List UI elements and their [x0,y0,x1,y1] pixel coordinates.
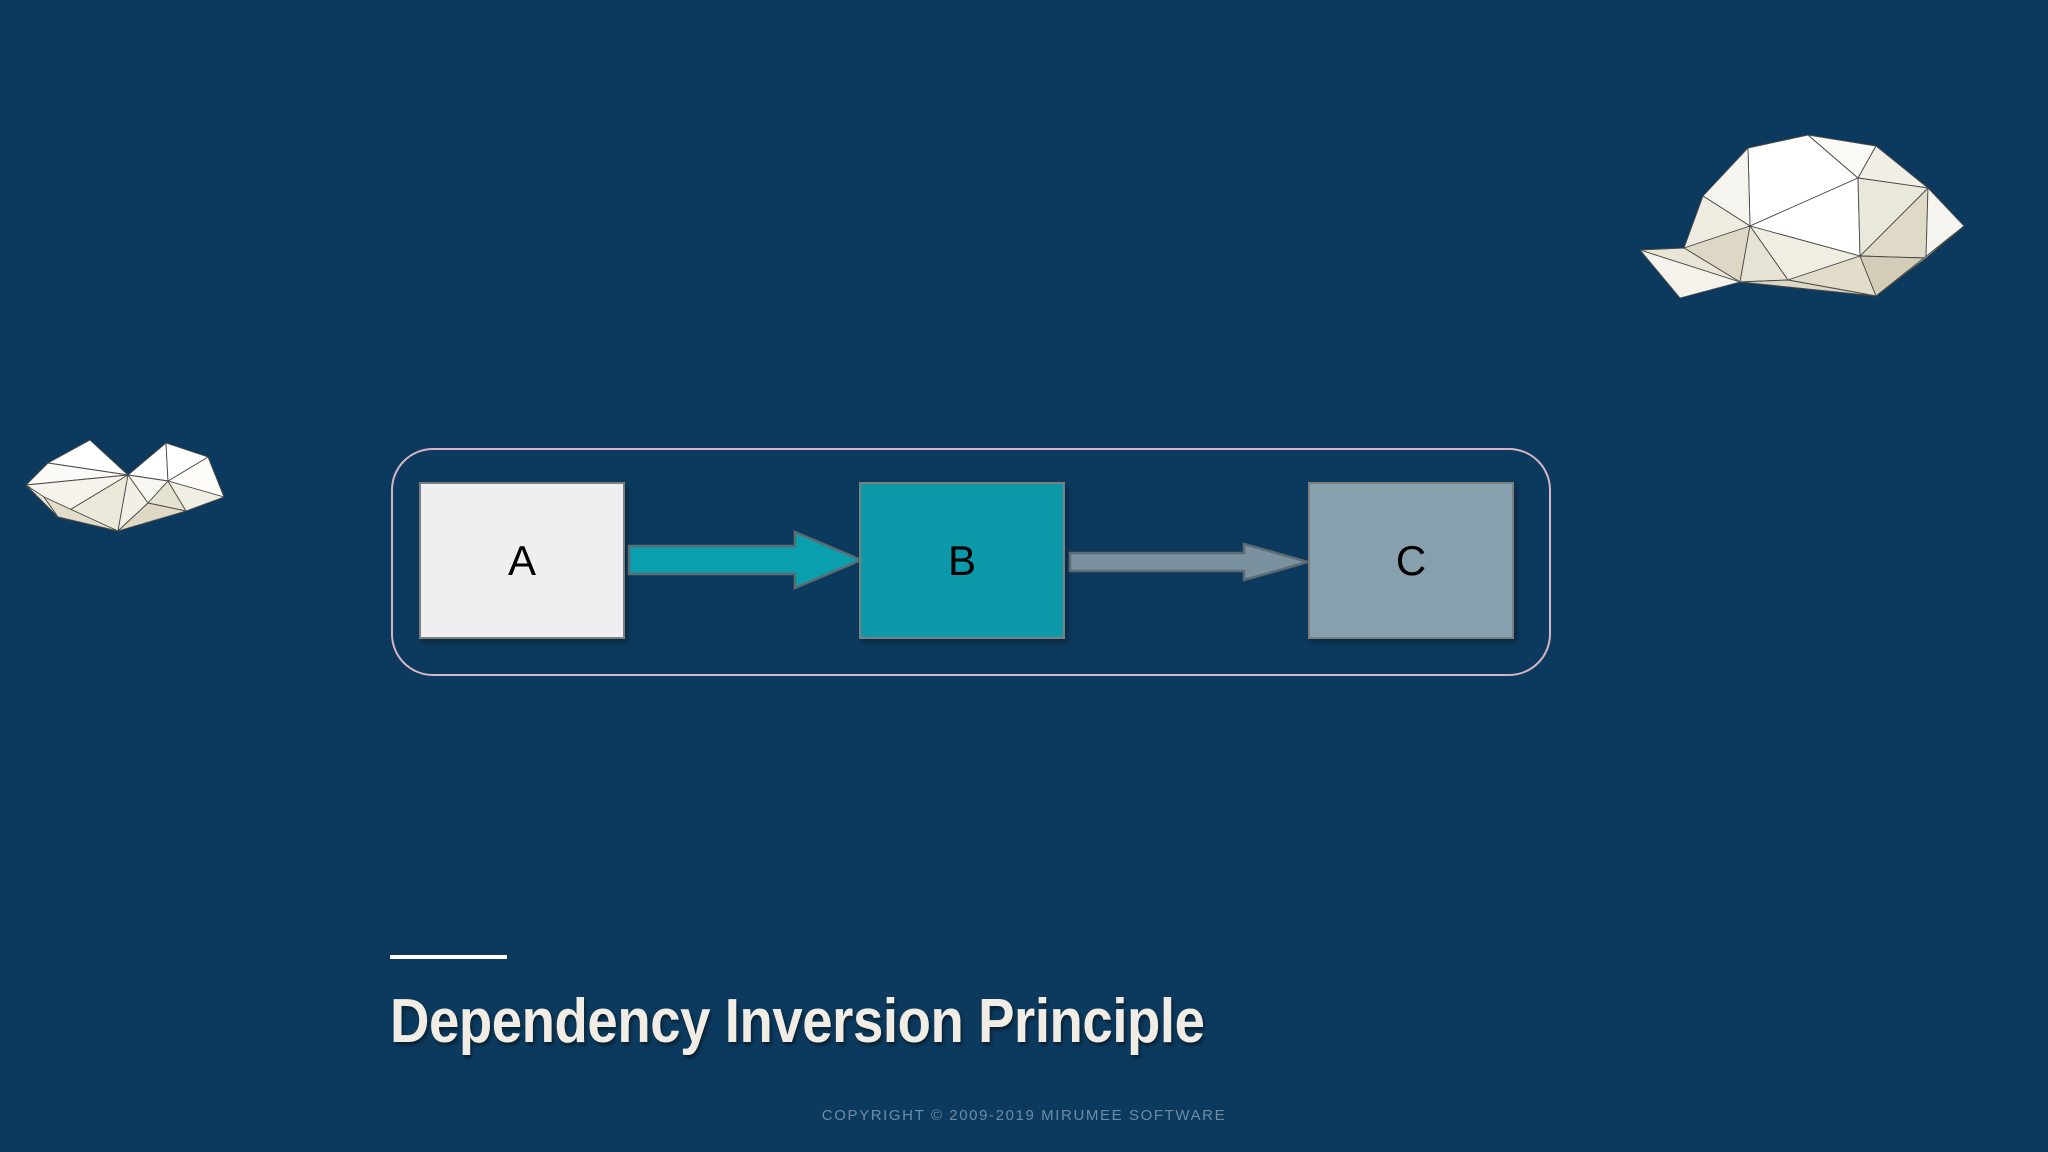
arrow-b-to-c [1068,542,1313,582]
title-block: Dependency Inversion Principle [390,955,1316,1054]
title-accent-rule [390,955,507,959]
page-title: Dependency Inversion Principle [390,987,1205,1056]
diagram-node-a[interactable]: A [419,482,625,639]
diagram-frame [391,448,1551,676]
arrow-a-to-b [627,530,865,590]
low-poly-cloud-icon [25,439,225,532]
diagram-node-b-label: B [947,536,976,584]
diagram-node-c-label: C [1395,536,1427,584]
diagram-node-b[interactable]: B [859,482,1065,639]
diagram-node-c[interactable]: C [1308,482,1514,639]
footer-copyright: COPYRIGHT © 2009-2019 MIRUMEE SOFTWARE [821,1107,1227,1124]
low-poly-cloud-icon [1639,134,1965,299]
diagram-node-a-label: A [507,536,536,584]
